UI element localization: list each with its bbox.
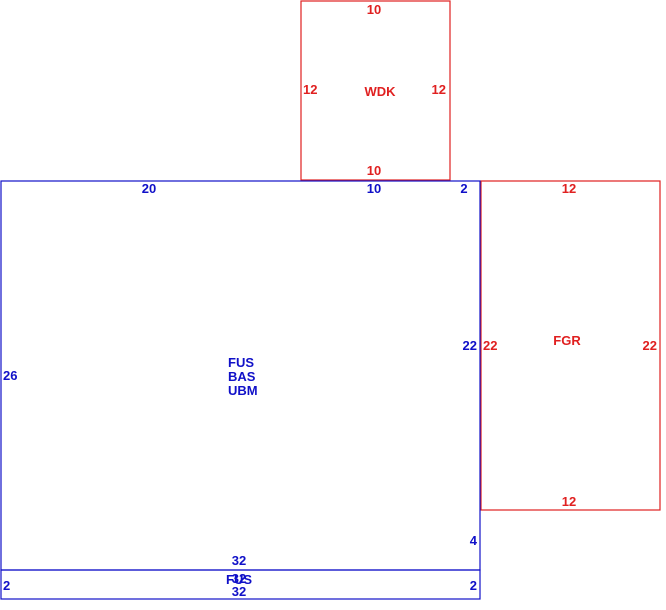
wdk-right-dim: 12 — [432, 82, 446, 97]
wdk-area-code: WDK — [364, 84, 396, 99]
strip-top-dim: 32 — [232, 553, 246, 568]
strip-right-dim: 2 — [470, 578, 477, 593]
wdk-outline — [300, 0, 451, 181]
main-right-low-dim: 4 — [470, 533, 478, 548]
fgr-top-dim: 12 — [562, 181, 576, 196]
fgr-right-dim: 22 — [643, 338, 657, 353]
wdk-top-dim: 10 — [367, 2, 381, 17]
fgr-area-code: FGR — [553, 333, 581, 348]
main-left-dim: 26 — [3, 368, 17, 383]
main-area-code-3: UBM — [228, 383, 258, 398]
strip-bottom-dim: 32 — [232, 584, 246, 599]
main-area-code-2: BAS — [228, 369, 256, 384]
fgr-bottom-dim: 12 — [562, 494, 576, 509]
main-top-mid-dim: 10 — [367, 181, 381, 196]
main-top-right-dim: 2 — [460, 181, 467, 196]
strip-overlap-dim: 32 — [232, 571, 246, 586]
wdk-bottom-dim: 10 — [367, 163, 381, 178]
fgr-left-dim: 22 — [483, 338, 497, 353]
main-top-left-dim: 20 — [142, 181, 156, 196]
wdk-left-dim: 12 — [303, 82, 317, 97]
strip-left-dim: 2 — [3, 578, 10, 593]
fgr-outline — [480, 180, 661, 511]
strip-area-code: FUS — [226, 572, 252, 587]
main-area-code-1: FUS — [228, 355, 254, 370]
main-right-dim: 22 — [463, 338, 477, 353]
strip-outline — [0, 569, 481, 600]
